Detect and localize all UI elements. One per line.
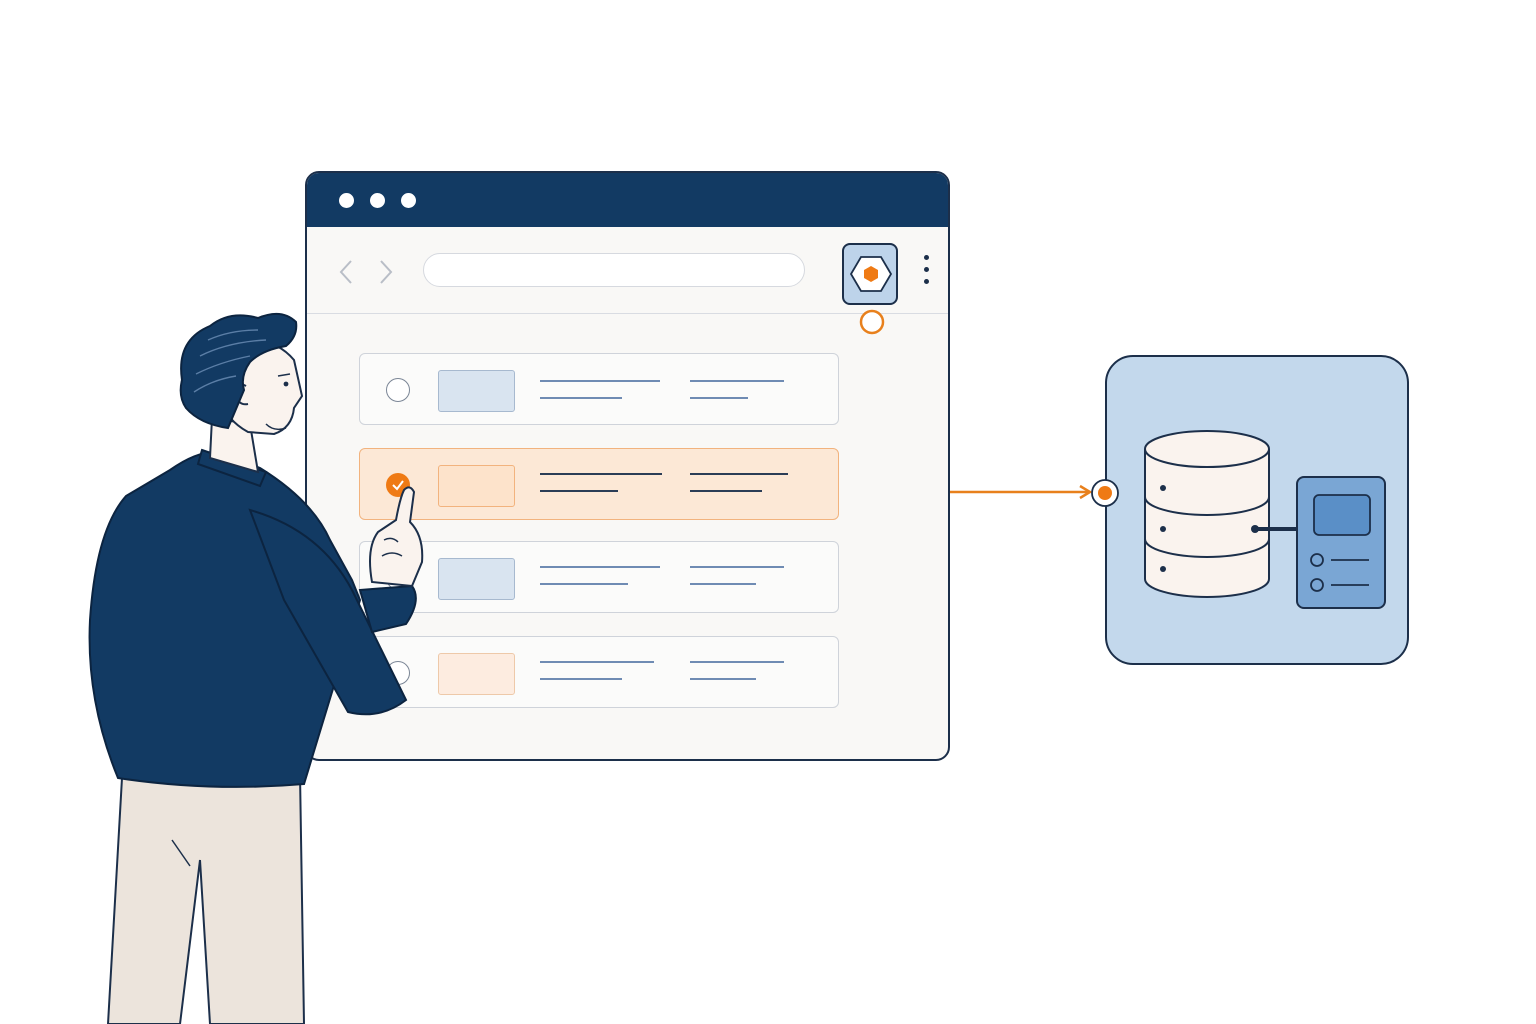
server-unit-icon <box>1296 476 1386 609</box>
browser-toolbar <box>307 227 948 314</box>
text-line <box>690 490 762 492</box>
window-titlebar <box>307 173 948 227</box>
window-dot-close[interactable] <box>339 193 354 208</box>
database-panel <box>1105 355 1409 665</box>
browser-window <box>305 171 950 761</box>
list-item[interactable] <box>359 541 839 613</box>
item-thumbnail <box>438 465 515 507</box>
radio-button[interactable] <box>386 378 410 402</box>
list-item[interactable] <box>359 353 839 425</box>
text-line <box>690 678 756 680</box>
back-arrow-icon[interactable] <box>335 257 359 287</box>
text-line <box>690 473 788 475</box>
connector-end-node <box>1091 479 1119 507</box>
forward-arrow-icon[interactable] <box>373 257 397 287</box>
database-cylinder-icon <box>1144 430 1270 598</box>
text-line <box>540 380 660 382</box>
text-line <box>540 566 660 568</box>
item-thumbnail <box>438 653 515 695</box>
person-illustration <box>88 312 424 1024</box>
text-line <box>540 397 622 399</box>
text-line <box>540 678 622 680</box>
address-bar[interactable] <box>423 253 805 287</box>
kebab-menu-icon[interactable] <box>921 255 931 293</box>
text-line <box>540 490 618 492</box>
text-line <box>690 566 784 568</box>
text-line <box>690 397 748 399</box>
list-item-selected[interactable] <box>359 448 839 520</box>
item-thumbnail <box>438 370 515 412</box>
hexagon-extension-icon <box>849 256 893 292</box>
connector-start-node <box>859 309 885 335</box>
text-line <box>540 473 662 475</box>
window-dot-minimize[interactable] <box>370 193 385 208</box>
text-line <box>540 583 628 585</box>
text-line <box>690 583 756 585</box>
extension-button[interactable] <box>842 243 898 305</box>
text-line <box>690 661 784 663</box>
text-line <box>690 380 784 382</box>
item-thumbnail <box>438 558 515 600</box>
list-item[interactable] <box>359 636 839 708</box>
window-dot-maximize[interactable] <box>401 193 416 208</box>
text-line <box>540 661 654 663</box>
